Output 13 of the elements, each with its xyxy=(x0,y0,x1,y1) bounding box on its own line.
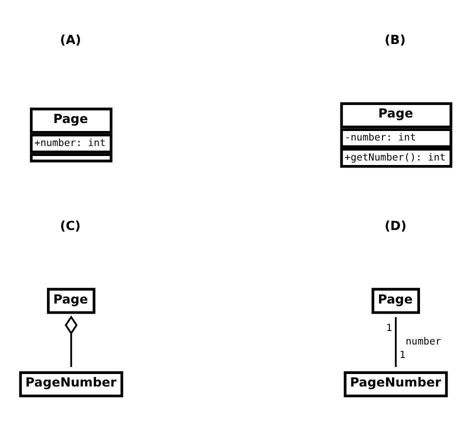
connector xyxy=(64,314,78,366)
node-box: Page xyxy=(46,287,96,314)
label: 1 xyxy=(386,322,392,334)
node-box: PageNumber xyxy=(19,370,124,397)
node-box: PageNumber xyxy=(344,370,448,397)
label: (B) xyxy=(384,32,406,47)
node-box: Page xyxy=(372,287,420,314)
connector xyxy=(394,316,397,366)
label: 1 xyxy=(400,349,406,360)
edge-label: number xyxy=(406,336,442,348)
label: (D) xyxy=(384,217,406,232)
label: (C) xyxy=(60,217,81,232)
label: (A) xyxy=(60,32,82,47)
